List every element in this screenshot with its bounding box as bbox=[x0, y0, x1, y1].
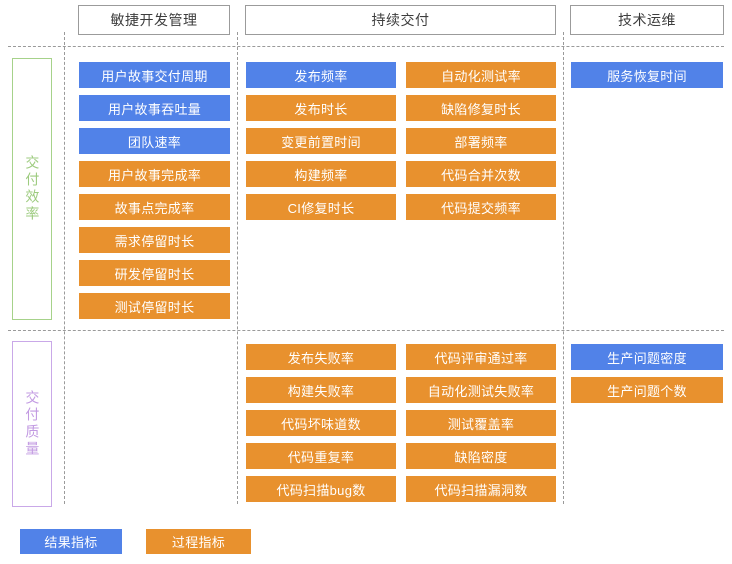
metric-chip[interactable]: 自动化测试失败率 bbox=[406, 377, 556, 403]
grid-divider-vertical-1 bbox=[64, 32, 65, 504]
metric-chip[interactable]: 用户故事交付周期 bbox=[79, 62, 230, 88]
grid-divider-vertical-3 bbox=[563, 32, 564, 504]
grid-divider-vertical-2 bbox=[237, 32, 238, 504]
row-label-delivery-quality-text: 交付质量 bbox=[24, 390, 41, 458]
metric-chip[interactable]: 代码扫描漏洞数 bbox=[406, 476, 556, 502]
metric-chip[interactable]: 发布频率 bbox=[246, 62, 396, 88]
metric-chip[interactable]: 用户故事完成率 bbox=[79, 161, 230, 187]
metric-chip[interactable]: CI修复时长 bbox=[246, 194, 396, 220]
metric-chip[interactable]: 代码扫描bug数 bbox=[246, 476, 396, 502]
row-label-delivery-quality: 交付质量 bbox=[12, 341, 52, 507]
metric-chip[interactable]: 测试覆盖率 bbox=[406, 410, 556, 436]
metric-chip[interactable]: 变更前置时间 bbox=[246, 128, 396, 154]
metric-chip[interactable]: 团队速率 bbox=[79, 128, 230, 154]
metric-chip[interactable]: 故事点完成率 bbox=[79, 194, 230, 220]
row-label-delivery-efficiency: 交付效率 bbox=[12, 58, 52, 320]
row-label-delivery-efficiency-text: 交付效率 bbox=[24, 155, 41, 223]
metric-chip[interactable]: 代码提交频率 bbox=[406, 194, 556, 220]
metric-chip[interactable]: 需求停留时长 bbox=[79, 227, 230, 253]
legend-item-process-metric: 过程指标 bbox=[146, 529, 251, 554]
metric-chip[interactable]: 服务恢复时间 bbox=[571, 62, 723, 88]
column-header-tech-ops: 技术运维 bbox=[570, 5, 724, 35]
metric-chip[interactable]: 发布时长 bbox=[246, 95, 396, 121]
grid-divider-horizontal-middle bbox=[8, 330, 724, 331]
metric-chip[interactable]: 研发停留时长 bbox=[79, 260, 230, 286]
metric-chip[interactable]: 测试停留时长 bbox=[79, 293, 230, 319]
column-header-agile: 敏捷开发管理 bbox=[78, 5, 230, 35]
metric-chip[interactable]: 自动化测试率 bbox=[406, 62, 556, 88]
metric-chip[interactable]: 构建频率 bbox=[246, 161, 396, 187]
metric-chip[interactable]: 缺陷密度 bbox=[406, 443, 556, 469]
metric-chip[interactable]: 部署频率 bbox=[406, 128, 556, 154]
column-header-continuous-delivery-label: 持续交付 bbox=[371, 12, 430, 28]
metric-chip[interactable]: 缺陷修复时长 bbox=[406, 95, 556, 121]
metric-chip[interactable]: 生产问题个数 bbox=[571, 377, 723, 403]
metric-chip[interactable]: 发布失败率 bbox=[246, 344, 396, 370]
metric-chip[interactable]: 生产问题密度 bbox=[571, 344, 723, 370]
metric-chip[interactable]: 代码坏味道数 bbox=[246, 410, 396, 436]
legend-item-result-metric: 结果指标 bbox=[20, 529, 122, 554]
column-header-tech-ops-label: 技术运维 bbox=[618, 12, 676, 28]
column-header-agile-label: 敏捷开发管理 bbox=[110, 12, 198, 28]
metric-chip[interactable]: 代码重复率 bbox=[246, 443, 396, 469]
metric-chip[interactable]: 构建失败率 bbox=[246, 377, 396, 403]
metric-chip[interactable]: 代码评审通过率 bbox=[406, 344, 556, 370]
metric-chip[interactable]: 用户故事吞吐量 bbox=[79, 95, 230, 121]
grid-divider-horizontal-top bbox=[8, 46, 724, 47]
column-header-continuous-delivery: 持续交付 bbox=[245, 5, 556, 35]
metric-chip[interactable]: 代码合并次数 bbox=[406, 161, 556, 187]
